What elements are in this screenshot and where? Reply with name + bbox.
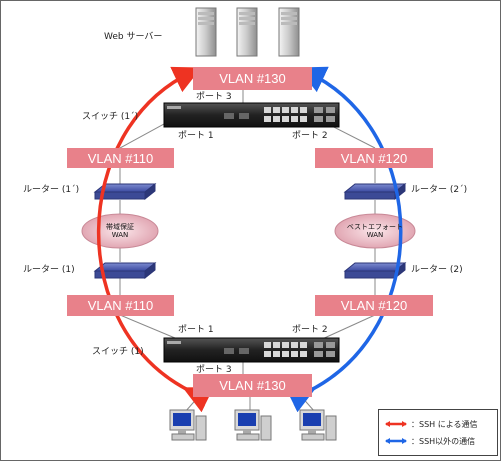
vlan-110-upper-box: VLAN #110: [67, 148, 174, 168]
wan-right-cloud: [334, 213, 416, 249]
port2-lower-label: ポート 2: [292, 325, 328, 335]
web-server-label: Web サーバー: [104, 32, 163, 42]
wan-left-line2: WAN: [111, 231, 129, 239]
vlan-130-bottom-box: VLAN #130: [193, 374, 312, 397]
ssh-flow-arrow: [96, 66, 214, 413]
vlan-120-lower-box: VLAN #120: [315, 295, 433, 316]
wan-right-line1: ベストエフォート: [346, 222, 404, 231]
legend-ssh-row: ：SSH による通信: [385, 418, 477, 430]
router-1prime-label: ルーター (1´): [23, 185, 80, 195]
web-server-icons: [195, 7, 300, 57]
vlan-120-upper-box: VLAN #120: [315, 148, 433, 168]
router-1prime-icon: [93, 182, 157, 201]
wan-left-line1: 帯域保証: [106, 222, 134, 231]
switch-lower-label: スイッチ (1): [92, 347, 144, 357]
wan-right-line2: WAN: [366, 231, 384, 239]
port1-lower-label: ポート 1: [178, 325, 214, 335]
router-1-label: ルーター (1): [23, 265, 75, 275]
router-2-label: ルーター (2): [411, 265, 463, 275]
client-pc-icons: [169, 409, 337, 441]
router-2prime-label: ルーター (2´): [411, 185, 468, 195]
connection-lines: [119, 90, 376, 413]
port3-upper-label: ポート 3: [196, 92, 232, 102]
switch-lower-icon: [163, 337, 340, 363]
vlan-110-lower-box: VLAN #110: [67, 295, 174, 316]
port3-lower-label: ポート 3: [196, 365, 232, 375]
switch-upper-label: スイッチ (1´): [82, 112, 139, 122]
router-2prime-icon: [343, 182, 407, 201]
port1-upper-label: ポート 1: [178, 131, 214, 141]
vlan-130-top-box: VLAN #130: [193, 67, 312, 90]
router-1-icon: [93, 261, 157, 280]
non-ssh-flow-arrow: [285, 66, 403, 413]
legend-box: ：SSH による通信 ：SSH以外の通信: [378, 409, 498, 456]
legend-blue-arrow-icon: [385, 438, 407, 444]
legend-ssh-text: ：SSH による通信: [411, 419, 478, 429]
legend-red-arrow-icon: [385, 421, 407, 427]
legend-non-ssh-text: ：SSH以外の通信: [411, 436, 476, 446]
switch-upper-icon: [163, 102, 340, 128]
wan-right-label: ベストエフォート WAN: [337, 220, 413, 242]
port2-upper-label: ポート 2: [292, 131, 328, 141]
legend-non-ssh-row: ：SSH以外の通信: [385, 435, 475, 447]
wan-left-label: 帯域保証 WAN: [84, 220, 156, 242]
wan-left-cloud: [81, 213, 159, 249]
